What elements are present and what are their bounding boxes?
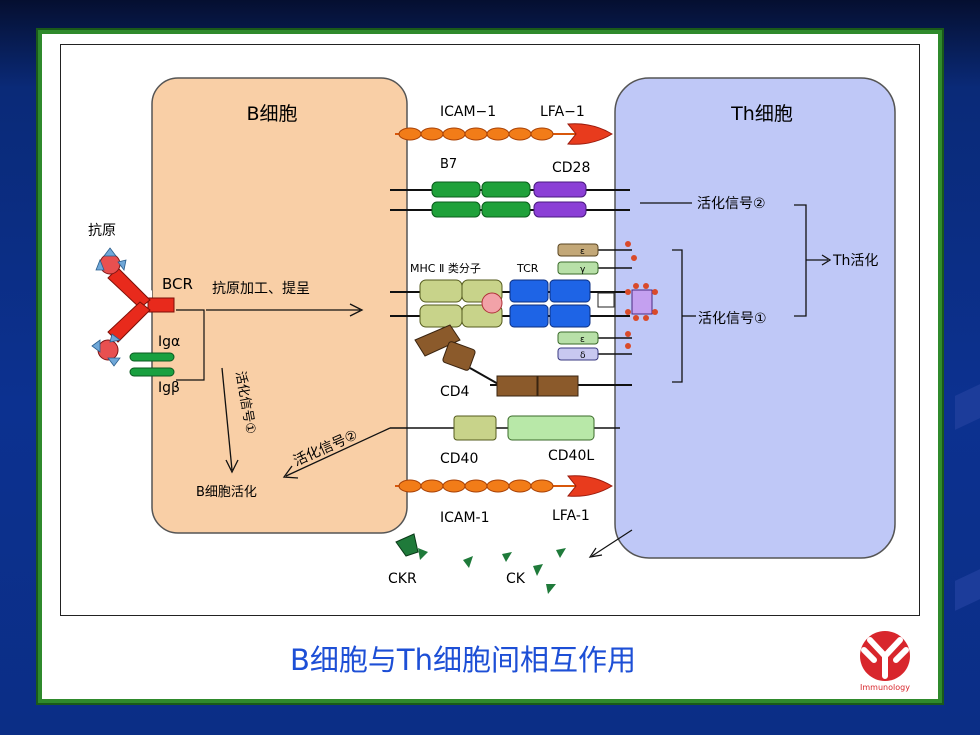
cd3-epsilon2: ε	[580, 335, 585, 345]
ck-label: CK	[506, 571, 526, 587]
immunology-logo: Immunology	[850, 626, 920, 694]
th-activation-label: Th活化	[832, 253, 878, 269]
ckr-receptor	[395, 533, 428, 560]
b7-cd28-complex	[390, 181, 630, 218]
lfa1-top-label: LFA−1	[540, 104, 585, 120]
mhc-label: MHC Ⅱ 类分子	[410, 261, 481, 275]
ckr-label: CKR	[388, 571, 417, 587]
cd40l-label: CD40L	[548, 448, 594, 464]
cd40-label: CD40	[440, 451, 478, 467]
icam1-top-label: ICAM−1	[440, 104, 496, 120]
cd3-chains	[557, 241, 637, 361]
slide-title: B细胞与Th细胞间相互作用	[290, 643, 636, 677]
cd28-label: CD28	[552, 160, 590, 176]
icam1-lfa1-top	[395, 123, 613, 145]
icam1-lfa1-bottom	[395, 475, 613, 497]
signal1-right-label: 活化信号①	[698, 311, 767, 327]
cytokine-marks	[463, 548, 566, 594]
cd40-cd40l	[390, 415, 620, 441]
signal2-right-label: 活化信号②	[697, 196, 766, 212]
b7-label: B7	[440, 157, 457, 172]
ig-beta-label: Igβ	[158, 380, 180, 396]
b-cell-body	[151, 77, 408, 534]
processing-label: 抗原加工、提呈	[212, 281, 310, 297]
lfa1-bottom-label: LFA-1	[552, 508, 590, 524]
cd3-delta: δ	[580, 351, 586, 361]
cd4-molecule	[414, 324, 632, 397]
icam1-bottom-label: ICAM-1	[440, 510, 490, 526]
cd3-gamma: γ	[580, 265, 586, 275]
ig-alpha-beta	[129, 352, 175, 377]
bcr-label: BCR	[162, 275, 193, 293]
antigen-bottom	[91, 333, 121, 367]
ig-alpha-label: Igα	[158, 334, 180, 350]
th-cell-title: Th细胞	[730, 103, 793, 125]
tcr-label: TCR	[516, 262, 539, 275]
antigen-top	[95, 247, 127, 275]
cd4-label: CD4	[440, 384, 470, 400]
bcr-antibody	[107, 267, 175, 343]
b-activation-label: B细胞活化	[196, 485, 257, 500]
cd3-epsilon1: ε	[580, 247, 585, 257]
b-cell-title: B细胞	[246, 103, 297, 125]
mhc-tcr-complex	[390, 279, 658, 328]
antigen-label: 抗原	[88, 223, 116, 239]
logo-label: Immunology	[860, 683, 910, 692]
th-cell-body	[614, 77, 896, 559]
